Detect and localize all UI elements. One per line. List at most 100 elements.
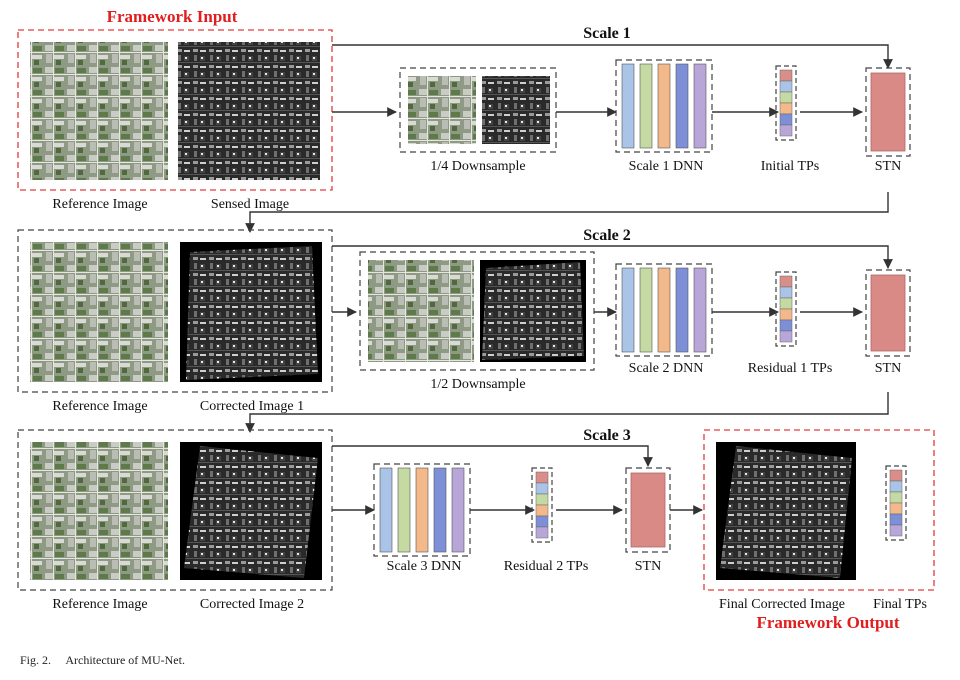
scale2-reference-image	[30, 242, 168, 382]
scale2-corrected-image	[186, 246, 318, 380]
tp-cell	[779, 275, 793, 288]
scale3-tps-stack	[531, 467, 553, 543]
tp-cell	[779, 80, 793, 93]
stn-body	[630, 472, 666, 548]
tps-frame	[885, 465, 907, 541]
scale1-sensed-label: Sensed Image	[211, 197, 289, 212]
scale1-title: Scale 1	[583, 25, 631, 42]
stn-body	[870, 274, 906, 352]
scale3-tps-label: Residual 2 TPs	[504, 559, 589, 574]
scale1-reference-label: Reference Image	[52, 197, 147, 212]
scale2-skip-arrow	[332, 245, 893, 269]
scale2-downsampled-reference	[368, 260, 474, 362]
scale1-reference-image	[30, 42, 168, 180]
stn-frame	[865, 269, 911, 357]
framework-output-box	[703, 429, 935, 591]
scale2-downsample-label: 1/2 Downsample	[430, 377, 525, 392]
tp-cell	[889, 469, 903, 482]
scale2-dnn-block	[615, 263, 713, 357]
scale2-stn-block	[865, 269, 911, 357]
scale2-title: Scale 2	[583, 227, 631, 244]
dnn-layer	[621, 267, 635, 353]
scale1-sensed-image	[178, 42, 320, 180]
scale2-input-box	[17, 229, 333, 393]
tp-cell	[535, 515, 549, 528]
scale1-stn-block	[865, 67, 911, 157]
dnn-layer	[621, 63, 635, 149]
tp-cell	[535, 493, 549, 506]
tp-cell	[889, 502, 903, 515]
scale3-dnn-label: Scale 3 DNN	[387, 559, 462, 574]
tp-cell	[779, 124, 793, 137]
scale3-skip-arrow	[332, 445, 653, 467]
scale2-downsampled-corrected	[482, 262, 584, 360]
tp-cell	[779, 69, 793, 82]
tp-cell	[779, 297, 793, 310]
tp-cell	[889, 480, 903, 493]
scale3-reference-image	[30, 442, 168, 580]
scale2-to-scale3-connector	[245, 392, 889, 433]
tp-cell	[779, 91, 793, 104]
dnn-layer	[693, 63, 707, 149]
tp-cell	[779, 319, 793, 332]
scale3-corrected-label: Corrected Image 2	[200, 597, 304, 612]
tp-cell	[889, 513, 903, 526]
tp-cell	[779, 113, 793, 126]
dnn-layer	[639, 267, 653, 353]
dnn-layer	[451, 467, 465, 553]
scale1-skip-arrow	[332, 44, 893, 69]
dnn-layer	[657, 63, 671, 149]
scale1-downsampled-sensed	[482, 76, 550, 144]
final-tps-label: Final TPs	[873, 597, 927, 612]
scale1-stn-label: STN	[875, 159, 901, 174]
scale2-stn-label: STN	[875, 361, 901, 376]
dnn-layer	[639, 63, 653, 149]
final-corrected-label: Final Corrected Image	[719, 597, 845, 612]
dnn-frame	[615, 263, 713, 357]
dnn-frame	[615, 59, 713, 153]
scale3-stn-block	[625, 467, 671, 553]
dnn-layer	[397, 467, 411, 553]
scale1-to-scale2-connector	[245, 192, 889, 233]
stn-body	[870, 72, 906, 152]
framework-output-title: Framework Output	[756, 613, 899, 632]
tp-cell	[779, 308, 793, 321]
stn-frame	[865, 67, 911, 157]
tp-cell	[779, 102, 793, 115]
scale1-dnn-label: Scale 1 DNN	[629, 159, 704, 174]
dnn-layer	[693, 267, 707, 353]
tp-cell	[889, 491, 903, 504]
dnn-layer	[379, 467, 393, 553]
scale1-downsampled-reference	[408, 76, 476, 144]
dnn-layer	[415, 467, 429, 553]
scale3-dnn-block	[373, 463, 471, 557]
tp-cell	[889, 524, 903, 537]
scale1-dnn-block	[615, 59, 713, 153]
scale1-downsample-label: 1/4 Downsample	[430, 159, 525, 174]
tp-cell	[535, 482, 549, 495]
scale2-corrected-label: Corrected Image 1	[200, 399, 304, 414]
dnn-layer	[657, 267, 671, 353]
scale1-input-box	[17, 29, 333, 191]
scale1-tps-label: Initial TPs	[761, 159, 819, 174]
scale2-downsample-box	[359, 251, 595, 371]
scale2-reference-label: Reference Image	[52, 399, 147, 414]
framework-input-title: Framework Input	[107, 7, 238, 26]
tps-frame	[775, 271, 797, 347]
scale1-tps-stack	[775, 65, 797, 141]
figure-caption: Fig. 2. Architecture of MU-Net.	[20, 653, 185, 667]
tp-cell	[779, 330, 793, 343]
tp-cell	[535, 471, 549, 484]
tp-cell	[779, 286, 793, 299]
scale3-reference-label: Reference Image	[52, 597, 147, 612]
scale3-stn-label: STN	[635, 559, 661, 574]
dnn-layer	[675, 267, 689, 353]
dnn-layer	[675, 63, 689, 149]
scale3-corrected-image	[184, 446, 318, 578]
tp-cell	[535, 526, 549, 539]
tps-frame	[775, 65, 797, 141]
tps-frame	[531, 467, 553, 543]
scale2-tps-label: Residual 1 TPs	[748, 361, 833, 376]
scale2-tps-stack	[775, 271, 797, 347]
